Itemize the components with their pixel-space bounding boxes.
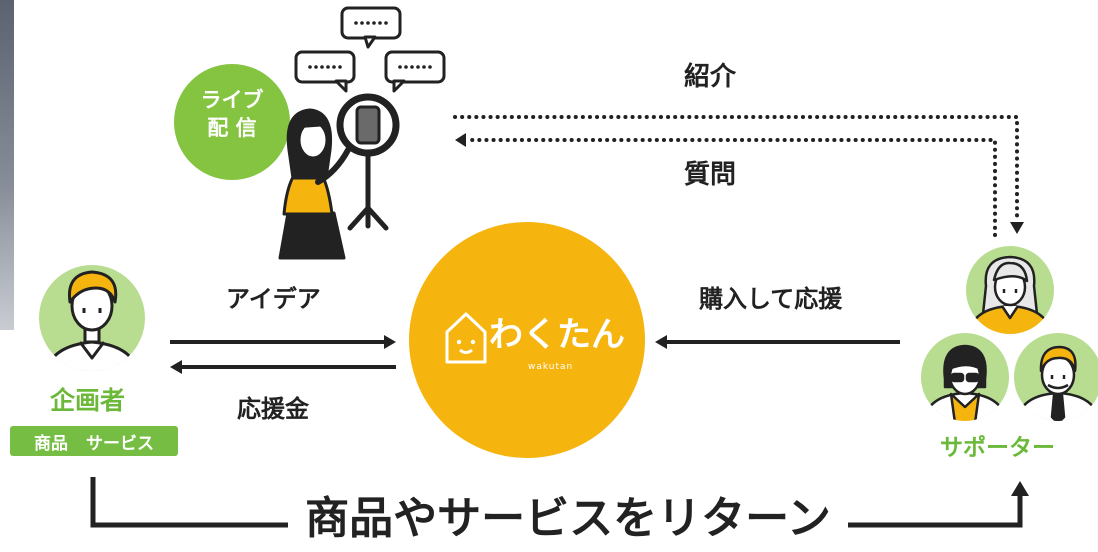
solid-flow-arrows (170, 335, 900, 374)
return-arrowhead-icon (1011, 481, 1029, 496)
introduce-flow-line (453, 115, 1019, 224)
support-money-label: 応援金 (237, 395, 309, 423)
planner-tag-box: 商品 サービス (10, 426, 178, 456)
question-arrowhead-icon (455, 133, 466, 147)
supporter-avatar (1014, 333, 1098, 421)
planner-tag-service: サービス (86, 433, 154, 454)
planner-tag-product: 商品 (34, 433, 68, 454)
purchase-support-label: 購入して応援 (699, 285, 843, 313)
idea-label: アイデア (226, 285, 321, 313)
live-stream-label-line1: ライブ (200, 88, 264, 112)
introduce-arrowhead-icon (1010, 222, 1024, 234)
supporter-avatar (921, 333, 1009, 421)
introduce-label: 紹介 (684, 62, 737, 92)
question-label: 質問 (684, 160, 737, 190)
supporter-avatar (966, 246, 1054, 334)
platform-logo-name: わくたん (489, 315, 625, 355)
speech-bubble-icon (294, 50, 356, 93)
platform-circle (409, 222, 645, 458)
idea-arrowhead-icon (384, 335, 396, 349)
edge-photo-fragment (0, 0, 14, 330)
house-logo-icon (445, 312, 487, 364)
speech-bubble-icon (384, 50, 446, 93)
live-stream-badge (174, 64, 290, 180)
speech-bubbles (294, 6, 446, 93)
speech-bubble-icon (340, 6, 402, 49)
live-stream-label-line2: 配 信 (207, 116, 257, 141)
supporter-title: サポーター (940, 435, 1055, 461)
live-stream-label: ライブ 配 信 (192, 86, 272, 143)
planner-avatar (39, 265, 145, 371)
question-flow-line (464, 138, 997, 237)
return-flow-line (90, 477, 1023, 528)
ring-light-icon (336, 93, 400, 231)
purchase-arrowhead-icon (655, 335, 667, 349)
streamer-person (278, 108, 351, 260)
dotted-flow-lines (453, 115, 1019, 237)
streamer-illustration (278, 93, 400, 260)
planner-title: 企画者 (50, 386, 126, 415)
return-label: 商品やサービスをリターン (290, 497, 846, 541)
platform-logo-romaji: wakutan (528, 362, 574, 372)
support-money-arrowhead-icon (170, 360, 182, 374)
